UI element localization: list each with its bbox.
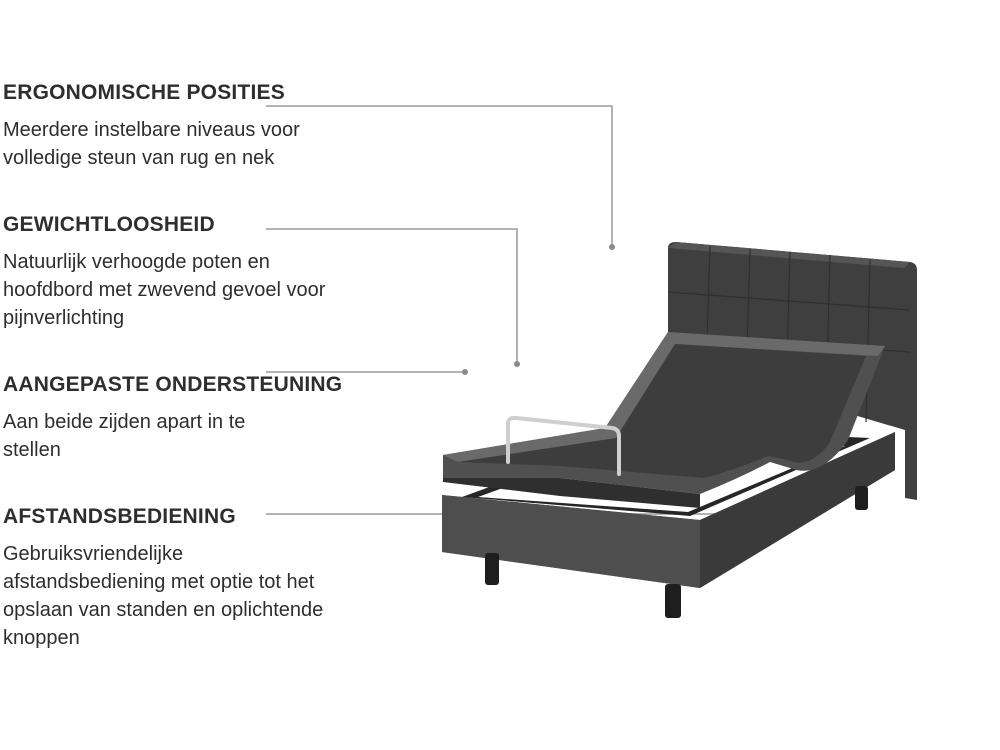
side-rail [506,415,621,476]
feature-title: ERGONOMISCHE POSITIES [3,81,285,104]
adjustable-deck [443,332,885,508]
feature-description: Aan beide zijden apart in te stellen [3,411,246,461]
feature-remote-control: AFSTANDSBEDIENING Gebruiksvriendelijke a… [3,504,373,652]
feature-description: Gebruiksvriendelijke afstandsbediening m… [3,543,324,649]
feature-title: AFSTANDSBEDIENING [3,505,236,528]
bed-legs [485,486,868,618]
feature-description: Natuurlijk verhoogde poten en hoofdbord … [3,251,326,329]
callout-line-ergonomic [266,105,613,246]
feature-weightlessness: GEWICHTLOOSHEID Natuurlijk verhoogde pot… [3,212,373,332]
feature-description: Meerdere instelbare niveaus voor volledi… [3,119,300,169]
feature-ergonomic-positions: ERGONOMISCHE POSITIES Meerdere instelbar… [3,80,373,172]
feature-custom-support: AANGEPASTE ONDERSTEUNING Aan beide zijde… [3,372,373,464]
feature-title: GEWICHTLOOSHEID [3,213,215,236]
callout-line-weightless [266,228,518,363]
feature-title: AANGEPASTE ONDERSTEUNING [3,373,343,396]
